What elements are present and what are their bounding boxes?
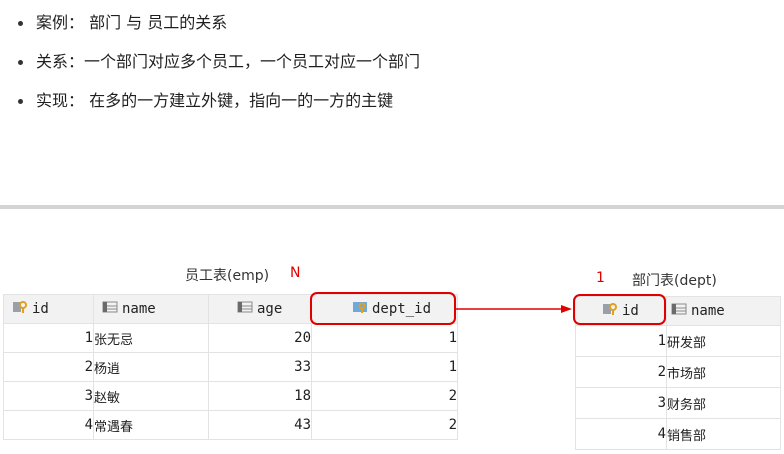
emp-col-id[interactable]: id (3, 294, 94, 324)
emp-cell-age[interactable]: 18 (208, 381, 312, 411)
table-row[interactable]: 2 市场部 (575, 356, 781, 388)
dept-col-id-label: id (622, 303, 639, 319)
bullet-item: 实现： 在多的一方建立外键，指向一的一方的主键 (18, 88, 420, 127)
bullet-item: 案例： 部门 与 员工的关系 (18, 10, 420, 49)
table-row[interactable]: 3 赵敏 18 2 (3, 381, 458, 411)
emp-cell-dept-id[interactable]: 1 (311, 352, 458, 382)
dept-id-highlight (310, 292, 456, 325)
dept-col-id[interactable]: id (575, 296, 667, 326)
table-row[interactable]: 4 销售部 (575, 418, 781, 450)
dept-cardinality-label: 1 (596, 270, 605, 286)
emp-col-id-label: id (32, 301, 49, 317)
emp-cell-dept-id[interactable]: 2 (311, 381, 458, 411)
emp-col-dept-id[interactable]: dept_id (311, 294, 458, 324)
emp-cell-age[interactable]: 20 (208, 323, 312, 353)
key-column-icon (602, 302, 618, 320)
dept-cell-id[interactable]: 1 (575, 325, 667, 357)
dept-col-name-label: name (691, 303, 725, 319)
bullet-list: 案例： 部门 与 员工的关系 关系：一个部门对应多个员工，一个员工对应一个部门 … (18, 10, 420, 127)
dept-header-row: id name (575, 296, 781, 326)
dept-cell-name[interactable]: 研发部 (666, 325, 781, 357)
key-column-icon (12, 300, 28, 318)
emp-cell-name[interactable]: 张无忌 (93, 323, 209, 353)
emp-cell-id[interactable]: 3 (3, 381, 94, 411)
divider (0, 205, 784, 209)
emp-cardinality-label: N (290, 265, 301, 281)
emp-header-row: id name age dept_id (3, 294, 458, 324)
dept-col-name[interactable]: name (666, 296, 781, 326)
emp-cell-id[interactable]: 1 (3, 323, 94, 353)
dept-cell-name[interactable]: 市场部 (666, 356, 781, 388)
bullet-item: 关系：一个部门对应多个员工，一个员工对应一个部门 (18, 49, 420, 88)
emp-col-name-label: name (122, 301, 156, 317)
emp-table: id name age dept_id 1 张无忌 20 1 2 杨逍 33 1 (3, 294, 458, 440)
emp-cell-age[interactable]: 43 (208, 410, 312, 440)
table-row[interactable]: 1 张无忌 20 1 (3, 323, 458, 353)
dept-table-caption: 部门表(dept) (632, 273, 717, 289)
dept-cell-id[interactable]: 2 (575, 356, 667, 388)
table-row[interactable]: 4 常遇春 43 2 (3, 410, 458, 440)
table-row[interactable]: 2 杨逍 33 1 (3, 352, 458, 382)
foreign-key-column-icon (352, 300, 368, 318)
dept-cell-id[interactable]: 4 (575, 418, 667, 450)
dept-cell-name[interactable]: 财务部 (666, 387, 781, 419)
dept-table: id name 1 研发部 2 市场部 3 财务部 4 销售部 (575, 296, 781, 450)
column-icon (671, 302, 687, 320)
emp-cell-name[interactable]: 常遇春 (93, 410, 209, 440)
emp-col-dept-id-label: dept_id (372, 301, 432, 317)
dept-cell-id[interactable]: 3 (575, 387, 667, 419)
column-icon (102, 300, 118, 318)
emp-cell-dept-id[interactable]: 2 (311, 410, 458, 440)
table-row[interactable]: 1 研发部 (575, 325, 781, 357)
emp-col-age-label: age (257, 301, 283, 317)
table-row[interactable]: 3 财务部 (575, 387, 781, 419)
emp-table-caption: 员工表(emp) (185, 268, 270, 284)
arrow-head (561, 305, 572, 313)
column-icon (237, 300, 253, 318)
dept-cell-name[interactable]: 销售部 (666, 418, 781, 450)
emp-cell-id[interactable]: 2 (3, 352, 94, 382)
emp-cell-dept-id[interactable]: 1 (311, 323, 458, 353)
dept-pk-highlight (573, 294, 666, 325)
emp-cell-id[interactable]: 4 (3, 410, 94, 440)
emp-col-age[interactable]: age (208, 294, 312, 324)
